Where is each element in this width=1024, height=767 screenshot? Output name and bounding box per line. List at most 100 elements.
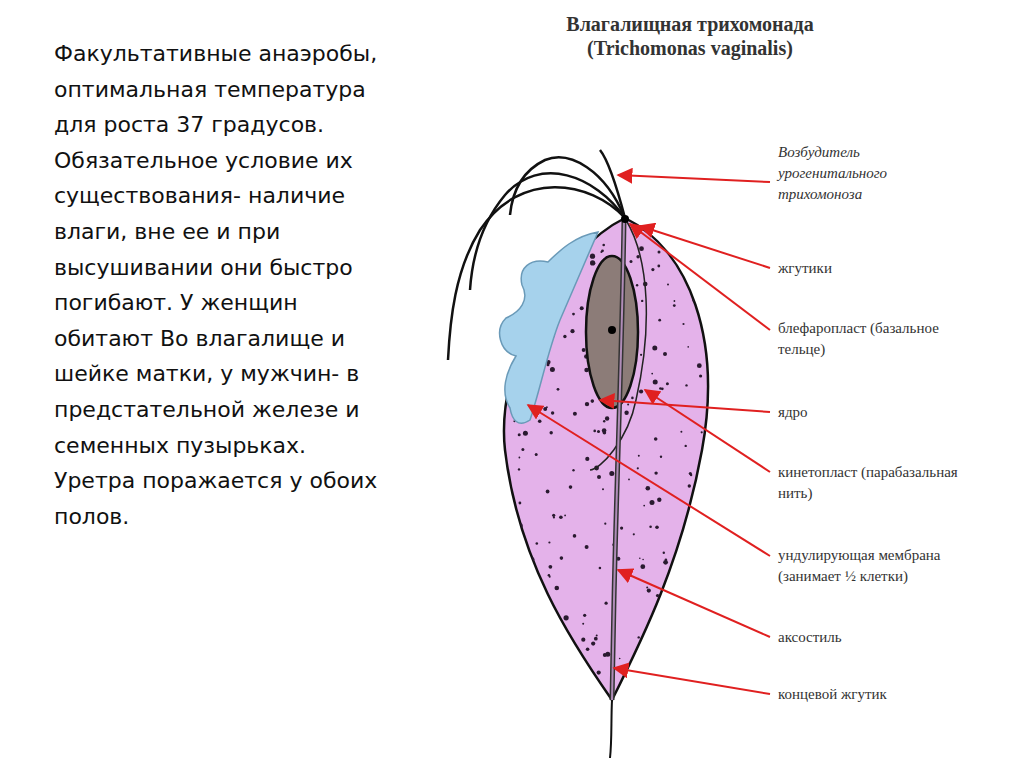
- cytoplasm-dot: [603, 431, 607, 435]
- cytoplasm-dot: [581, 638, 585, 642]
- cytoplasm-dot: [667, 283, 669, 285]
- cytoplasm-dot: [500, 581, 503, 584]
- cytoplasm-dot: [550, 367, 555, 372]
- pathogen-label: Возбудитель урогенитального трихомоноза: [778, 142, 928, 205]
- cytoplasm-dot: [555, 586, 560, 591]
- cytoplasm-dot: [633, 533, 635, 535]
- cytoplasm-dot: [658, 319, 661, 322]
- cytoplasm-dot: [631, 397, 634, 400]
- cytoplasm-dot: [707, 535, 709, 537]
- cytoplasm-dot: [666, 382, 669, 385]
- cytoplasm-dot: [536, 542, 539, 545]
- cytoplasm-dot: [699, 374, 702, 377]
- cytoplasm-dot: [594, 637, 598, 641]
- cytoplasm-dot: [573, 412, 577, 416]
- cytoplasm-dot: [597, 475, 601, 479]
- cytoplasm-dot: [503, 306, 506, 309]
- cytoplasm-dot: [526, 610, 530, 614]
- cytoplasm-dot: [639, 246, 644, 251]
- cytoplasm-dot: [564, 515, 566, 517]
- cytoplasm-dot: [605, 652, 610, 657]
- cytoplasm-dot: [515, 228, 519, 232]
- cytoplasm-dot: [571, 687, 576, 692]
- cytoplasm-dot: [543, 407, 547, 411]
- cytoplasm-dot: [518, 468, 520, 470]
- cytoplasm-dot: [551, 411, 554, 414]
- cytoplasm-dot: [557, 388, 560, 391]
- cytoplasm-dot: [553, 516, 555, 518]
- cytoplasm-dot: [499, 316, 503, 320]
- cytoplasm-dot: [500, 418, 504, 422]
- cytoplasm-dot: [601, 249, 604, 252]
- cytoplasm-dot: [582, 348, 586, 352]
- cytoplasm-dot: [690, 274, 694, 278]
- cytoplasm-dot: [547, 363, 550, 366]
- cytoplasm-dot: [570, 329, 574, 333]
- cytoplasm-dot: [524, 567, 529, 572]
- cytoplasm-dot: [521, 448, 524, 451]
- cytoplasm-dot: [562, 232, 566, 236]
- cytoplasm-dot: [546, 490, 550, 494]
- cytoplasm-dot: [548, 541, 550, 543]
- cytoplasm-dot: [642, 559, 644, 561]
- cytoplasm-dot: [519, 570, 522, 573]
- cytoplasm-dot: [500, 516, 502, 518]
- cytoplasm-dot: [619, 658, 621, 660]
- cytoplasm-dot: [585, 402, 589, 406]
- cytoplasm-dot: [534, 600, 538, 604]
- nucleus: [586, 256, 638, 408]
- cytoplasm-dot: [688, 484, 691, 487]
- cytoplasm-dot: [706, 346, 708, 348]
- cytoplasm-dot: [700, 601, 705, 606]
- cytoplasm-dot: [701, 431, 703, 433]
- terminal-flagellum: [610, 700, 612, 758]
- cytoplasm-dot: [624, 411, 628, 415]
- cytoplasm-dot: [515, 640, 519, 644]
- cytoplasm-dot: [594, 682, 599, 687]
- cytoplasm-dot: [585, 457, 589, 461]
- cytoplasm-dot: [518, 523, 523, 528]
- cytoplasm-dot: [701, 663, 706, 668]
- cytoplasm-dot: [709, 226, 711, 228]
- cytoplasm-dot: [702, 258, 707, 263]
- diagram-title: Влагалищная трихомонада (Trichomonas vag…: [530, 12, 850, 60]
- cytoplasm-dot: [519, 502, 522, 505]
- cytoplasm-dot: [518, 433, 521, 436]
- cytoplasm-dot: [641, 300, 643, 302]
- cytoplasm-dot: [559, 516, 563, 520]
- cytoplasm-dot: [659, 387, 662, 390]
- leader-lines: [528, 175, 770, 694]
- cytoplasm-dot: [586, 647, 590, 651]
- cytoplasm-dot: [530, 557, 534, 561]
- cytoplasm-dot: [647, 689, 649, 691]
- cytoplasm-dot: [523, 650, 527, 654]
- cytoplasm-dot: [673, 304, 676, 307]
- cytoplasm-dot: [550, 431, 553, 434]
- cytoplasm-dot: [590, 254, 595, 259]
- cytoplasm-dot: [569, 485, 573, 489]
- cytoplasm-dot: [647, 589, 651, 593]
- cytoplasm-dot: [646, 587, 648, 589]
- cytoplasm-dot: [640, 564, 645, 569]
- part-label: концевой жгутик: [778, 684, 978, 705]
- cytoplasm-dot: [664, 657, 668, 661]
- cytoplasm-dot: [692, 265, 694, 267]
- cytoplasm-dot: [508, 668, 513, 673]
- cytoplasm-dot: [597, 671, 601, 675]
- cytoplasm-dot: [657, 265, 660, 268]
- cytoplasm-dot: [569, 232, 571, 234]
- cytoplasm-dot: [638, 679, 643, 684]
- cytoplasm-dot: [674, 300, 676, 302]
- cytoplasm-dot: [602, 244, 605, 247]
- cytoplasm-dot: [646, 486, 651, 491]
- nucleolus: [608, 326, 616, 334]
- cytoplasm-dot: [690, 474, 692, 476]
- cytoplasm-dot: [591, 642, 595, 646]
- undulating-membrane: [500, 232, 598, 423]
- cytoplasm-dot: [637, 467, 639, 469]
- cytoplasm-dot: [656, 594, 659, 597]
- cytoplasm-dot: [639, 557, 641, 559]
- cytoplasm-dot: [593, 430, 596, 433]
- cytoplasm-dot: [597, 430, 600, 433]
- cytoplasm-dot: [596, 635, 598, 637]
